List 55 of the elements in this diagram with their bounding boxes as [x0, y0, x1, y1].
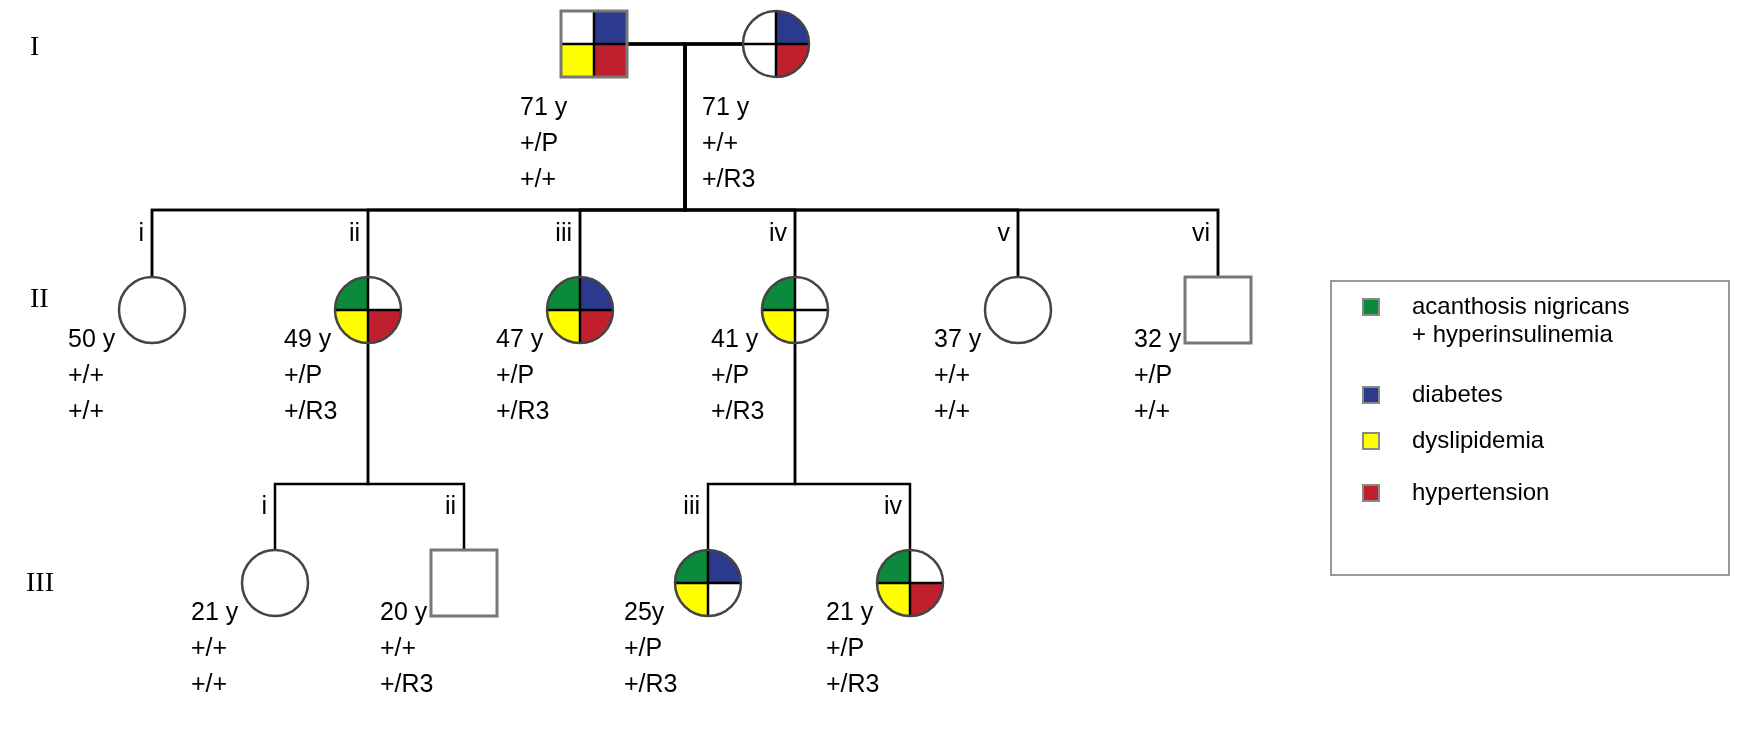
genotype-label: +/+: [68, 360, 105, 388]
genotype-label: +/+: [191, 633, 228, 661]
genotype-label: +/P: [1134, 360, 1173, 388]
genotype-label: +/R3: [380, 669, 434, 697]
genotype-label: +/P: [284, 360, 323, 388]
genotype-label: +/+: [702, 128, 739, 156]
age-label: 25y: [624, 597, 665, 625]
genotype-label: +/+: [1134, 396, 1171, 424]
age-label: 71 y: [520, 92, 568, 120]
generation-label: III: [26, 566, 54, 598]
individual-number: vi: [1191, 218, 1210, 246]
individual-number: ii: [444, 491, 456, 519]
age-label: 37 y: [934, 324, 982, 352]
genotype-label: +/P: [711, 360, 750, 388]
individual-number: i: [138, 218, 144, 246]
genotype-label: +/R3: [826, 669, 880, 697]
genotype-label: +/+: [380, 633, 417, 661]
individual-number: iv: [883, 491, 902, 519]
generation-label: I: [30, 30, 40, 62]
individual-number: iii: [683, 491, 700, 519]
age-label: 20 y: [380, 597, 428, 625]
genotype-label: +/+: [934, 360, 971, 388]
genotype-label: +/R3: [702, 164, 756, 192]
genotype-label: +/+: [68, 396, 105, 424]
legend-label: hypertension: [1412, 478, 1551, 506]
age-label: 41 y: [711, 324, 759, 352]
age-label: 32 y: [1134, 324, 1182, 352]
legend-label: dyslipidemia: [1412, 426, 1546, 454]
generation-label: II: [30, 282, 49, 314]
individual-number: v: [997, 218, 1010, 246]
age-label: 21 y: [826, 597, 874, 625]
age-label: 47 y: [496, 324, 544, 352]
individual-number: iii: [555, 218, 572, 246]
genotype-label: +/P: [496, 360, 535, 388]
age-label: 49 y: [284, 324, 332, 352]
individual-number: iv: [768, 218, 787, 246]
genotype-label: +/P: [520, 128, 559, 156]
genotype-label: +/R3: [624, 669, 678, 697]
genotype-label: +/R3: [284, 396, 338, 424]
genotype-label: +/+: [520, 164, 557, 192]
age-label: 50 y: [68, 324, 116, 352]
legend-label: acanthosis nigricans + hyperinsulinemia: [1412, 292, 1631, 348]
pedigree-line: [366, 344, 466, 549]
genotype-label: +/P: [826, 633, 865, 661]
genotype-label: +/R3: [496, 396, 550, 424]
age-label: 21 y: [191, 597, 239, 625]
genotype-label: +/R3: [711, 396, 765, 424]
legend-label: diabetes: [1412, 380, 1504, 408]
genotype-label: +/+: [191, 669, 228, 697]
age-label: 71 y: [702, 92, 750, 120]
pedigree-line: [793, 344, 912, 549]
genotype-label: +/P: [624, 633, 663, 661]
genotype-label: +/+: [934, 396, 971, 424]
individual-number: ii: [348, 218, 360, 246]
individual-number: i: [261, 491, 267, 519]
